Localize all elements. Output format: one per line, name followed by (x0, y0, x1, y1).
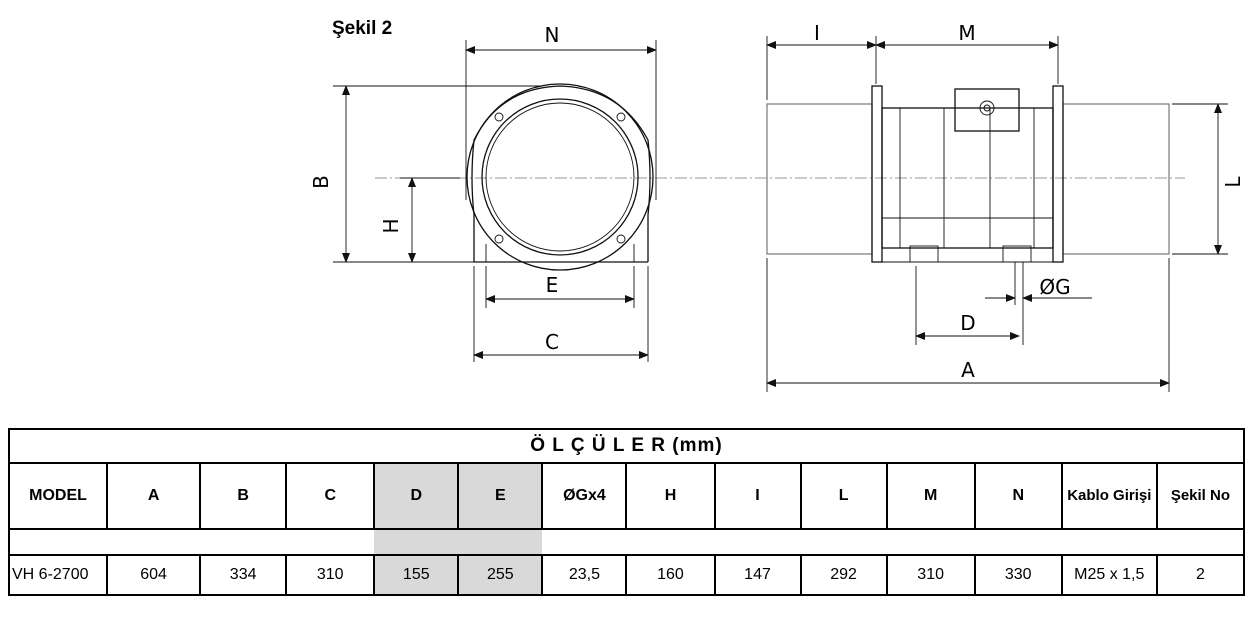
dim-label-a: A (961, 358, 975, 382)
header-model: MODEL (7, 462, 109, 530)
cell-cable-entry: M25 x 1,5 (1060, 554, 1158, 596)
header-m: M (885, 462, 976, 530)
header-l: L (799, 462, 888, 530)
cell-d: 155 (373, 554, 460, 596)
cell-h: 160 (625, 554, 716, 596)
cell-model: VH 6-2700 (7, 554, 109, 596)
dim-label-c: C (545, 330, 559, 354)
cell-i: 147 (713, 554, 802, 596)
cell-b: 334 (199, 554, 288, 596)
dim-label-l: L (1221, 176, 1245, 188)
side-view: I M L ØG D A (766, 21, 1245, 392)
header-i: I (713, 462, 802, 530)
header-d: D (373, 462, 460, 530)
header-a: A (106, 462, 202, 530)
header-c: C (285, 462, 376, 530)
figure-title: Şekil 2 (332, 18, 393, 39)
dim-label-i: I (814, 21, 820, 45)
header-n: N (973, 462, 1063, 530)
dim-label-g: ØG (1039, 275, 1070, 299)
table-row: VH 6-2700 604 334 310 155 255 23,5 160 1… (7, 554, 1246, 596)
dim-label-e: E (546, 273, 559, 297)
cell-l: 292 (799, 554, 888, 596)
technical-drawing: N B H E C (309, 21, 1245, 392)
header-figure-no: Şekil No (1155, 462, 1246, 530)
table-spacer-row (7, 528, 1245, 556)
table-title: Ö L Ç Ü L E R (mm) (8, 428, 1245, 464)
cell-m: 310 (885, 554, 976, 596)
dim-label-m: M (958, 21, 975, 45)
header-e: E (457, 462, 544, 530)
dim-label-b: B (309, 175, 333, 189)
cell-c: 310 (285, 554, 376, 596)
front-view: N B H E C (309, 23, 1185, 362)
cell-e: 255 (457, 554, 544, 596)
cell-n: 330 (973, 554, 1063, 596)
header-b: B (199, 462, 288, 530)
dim-label-d: D (960, 311, 975, 335)
cell-figure-no: 2 (1155, 554, 1246, 596)
dimensions-table: Ö L Ç Ü L E R (mm) MODEL A B C D E ØGx4 … (7, 428, 1246, 596)
header-cable-entry: Kablo Girişi (1060, 462, 1158, 530)
table-header-row: MODEL A B C D E ØGx4 H I L M N Kablo Gir… (7, 462, 1246, 530)
dim-label-n: N (545, 23, 560, 47)
cell-g: 23,5 (541, 554, 628, 596)
dim-label-h: H (379, 218, 403, 233)
cell-a: 604 (106, 554, 202, 596)
header-h: H (625, 462, 716, 530)
header-g: ØGx4 (541, 462, 628, 530)
